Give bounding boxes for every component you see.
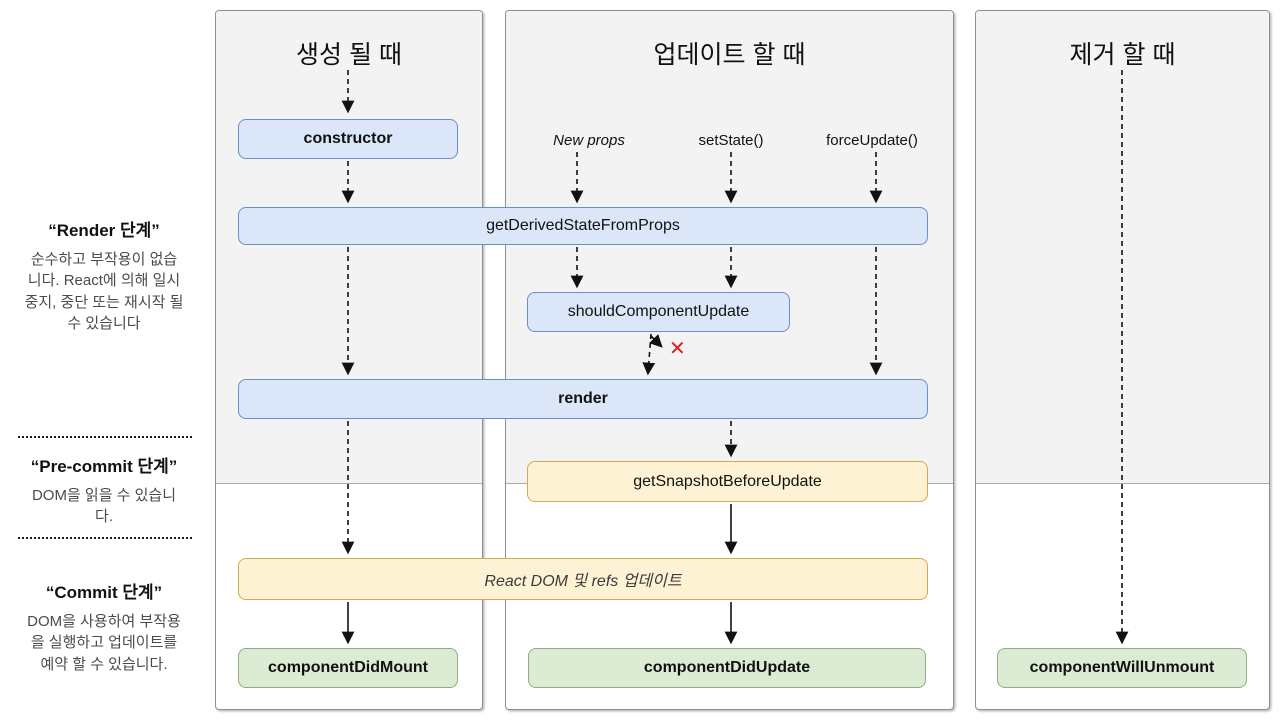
render-phase-title: “Render 단계” [48,221,160,240]
column-update-title: 업데이트 할 때 [653,41,806,69]
phase-separator [18,436,192,438]
node-render: render [238,379,928,419]
node-component-did-mount: componentDidMount [238,648,458,688]
node-react-dom-refs-update: React DOM 및 refs 업데이트 [238,558,928,600]
node-get-derived-state-from-props: getDerivedStateFromProps [238,207,928,245]
column-mount: 생성 될 때 [215,10,483,710]
new-props-label: New props [553,132,625,149]
pre-commit-phase-note: “Pre-commit 단계” DOM을 읽을 수 있습니 다. [8,452,200,528]
skip-update-x-icon: ✕ [669,338,686,360]
render-phase-note: “Render 단계” 순수하고 부작용이 없습 니다. React에 의해 일… [8,216,200,334]
column-mount-title: 생성 될 때 [296,41,402,69]
commit-phase-note: “Commit 단계” DOM을 사용하여 부작용 을 실행하고 업데이트를 예… [8,578,200,675]
phase-separator [18,537,192,539]
node-component-did-update: componentDidUpdate [528,648,926,688]
commit-phase-title: “Commit 단계” [45,583,163,602]
pre-commit-phase-title: “Pre-commit 단계” [30,457,178,476]
column-unmount-title: 제거 할 때 [1069,41,1176,69]
force-update-label: forceUpdate() [826,132,918,149]
node-component-will-unmount: componentWillUnmount [997,648,1247,688]
node-should-component-update: shouldComponentUpdate [527,292,790,332]
render-phase-shade [976,11,1269,484]
column-update: 업데이트 할 때 [505,10,954,710]
commit-phase-description: DOM을 사용하여 부작용 을 실행하고 업데이트를 예약 할 수 있습니다. [27,613,181,673]
pre-commit-phase-description: DOM을 읽을 수 있습니 다. [31,487,177,526]
column-unmount: 제거 할 때 [975,10,1270,710]
node-get-snapshot-before-update: getSnapshotBeforeUpdate [527,461,928,502]
set-state-label: setState() [698,132,764,149]
render-phase-description: 순수하고 부작용이 없습 니다. React에 의해 일시 중지, 중단 또는 … [24,251,184,332]
node-constructor: constructor [238,119,458,159]
